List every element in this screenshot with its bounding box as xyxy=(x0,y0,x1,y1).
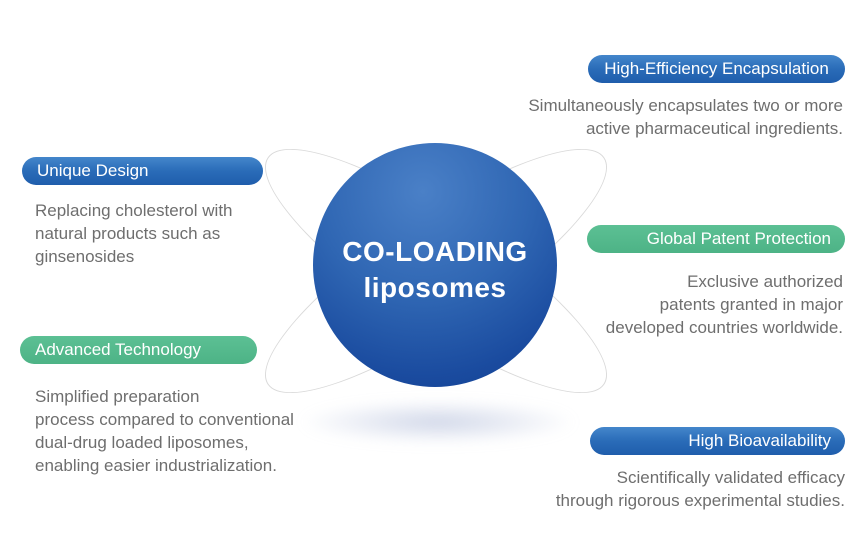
center-sphere: CO-LOADING liposomes xyxy=(313,143,557,387)
callout-pill-unique-design: Unique Design xyxy=(22,157,263,185)
callout-body-global-patent-protection: Exclusive authorized patents granted in … xyxy=(605,272,843,337)
sphere-subtitle: liposomes xyxy=(363,272,507,303)
sphere-title: CO-LOADING xyxy=(342,236,528,267)
callout-pill-high-efficiency-encapsulation: High-Efficiency Encapsulation xyxy=(588,55,845,83)
callout-body-unique-design: Replacing cholesterol with natural produ… xyxy=(35,201,233,266)
callout-pill-global-patent-protection: Global Patent Protection xyxy=(587,225,845,253)
callout-body-high-bioavailability: Scientifically validated efficacy throug… xyxy=(555,468,845,510)
callout-body-advanced-technology: Simplified preparation process compared … xyxy=(35,387,294,475)
callout-body-high-efficiency-encapsulation: Simultaneously encapsulates two or more … xyxy=(528,96,843,138)
callout-pill-high-bioavailability: High Bioavailability xyxy=(590,427,845,455)
sphere-shadow xyxy=(298,400,578,444)
callout-pill-advanced-technology: Advanced Technology xyxy=(20,336,257,364)
